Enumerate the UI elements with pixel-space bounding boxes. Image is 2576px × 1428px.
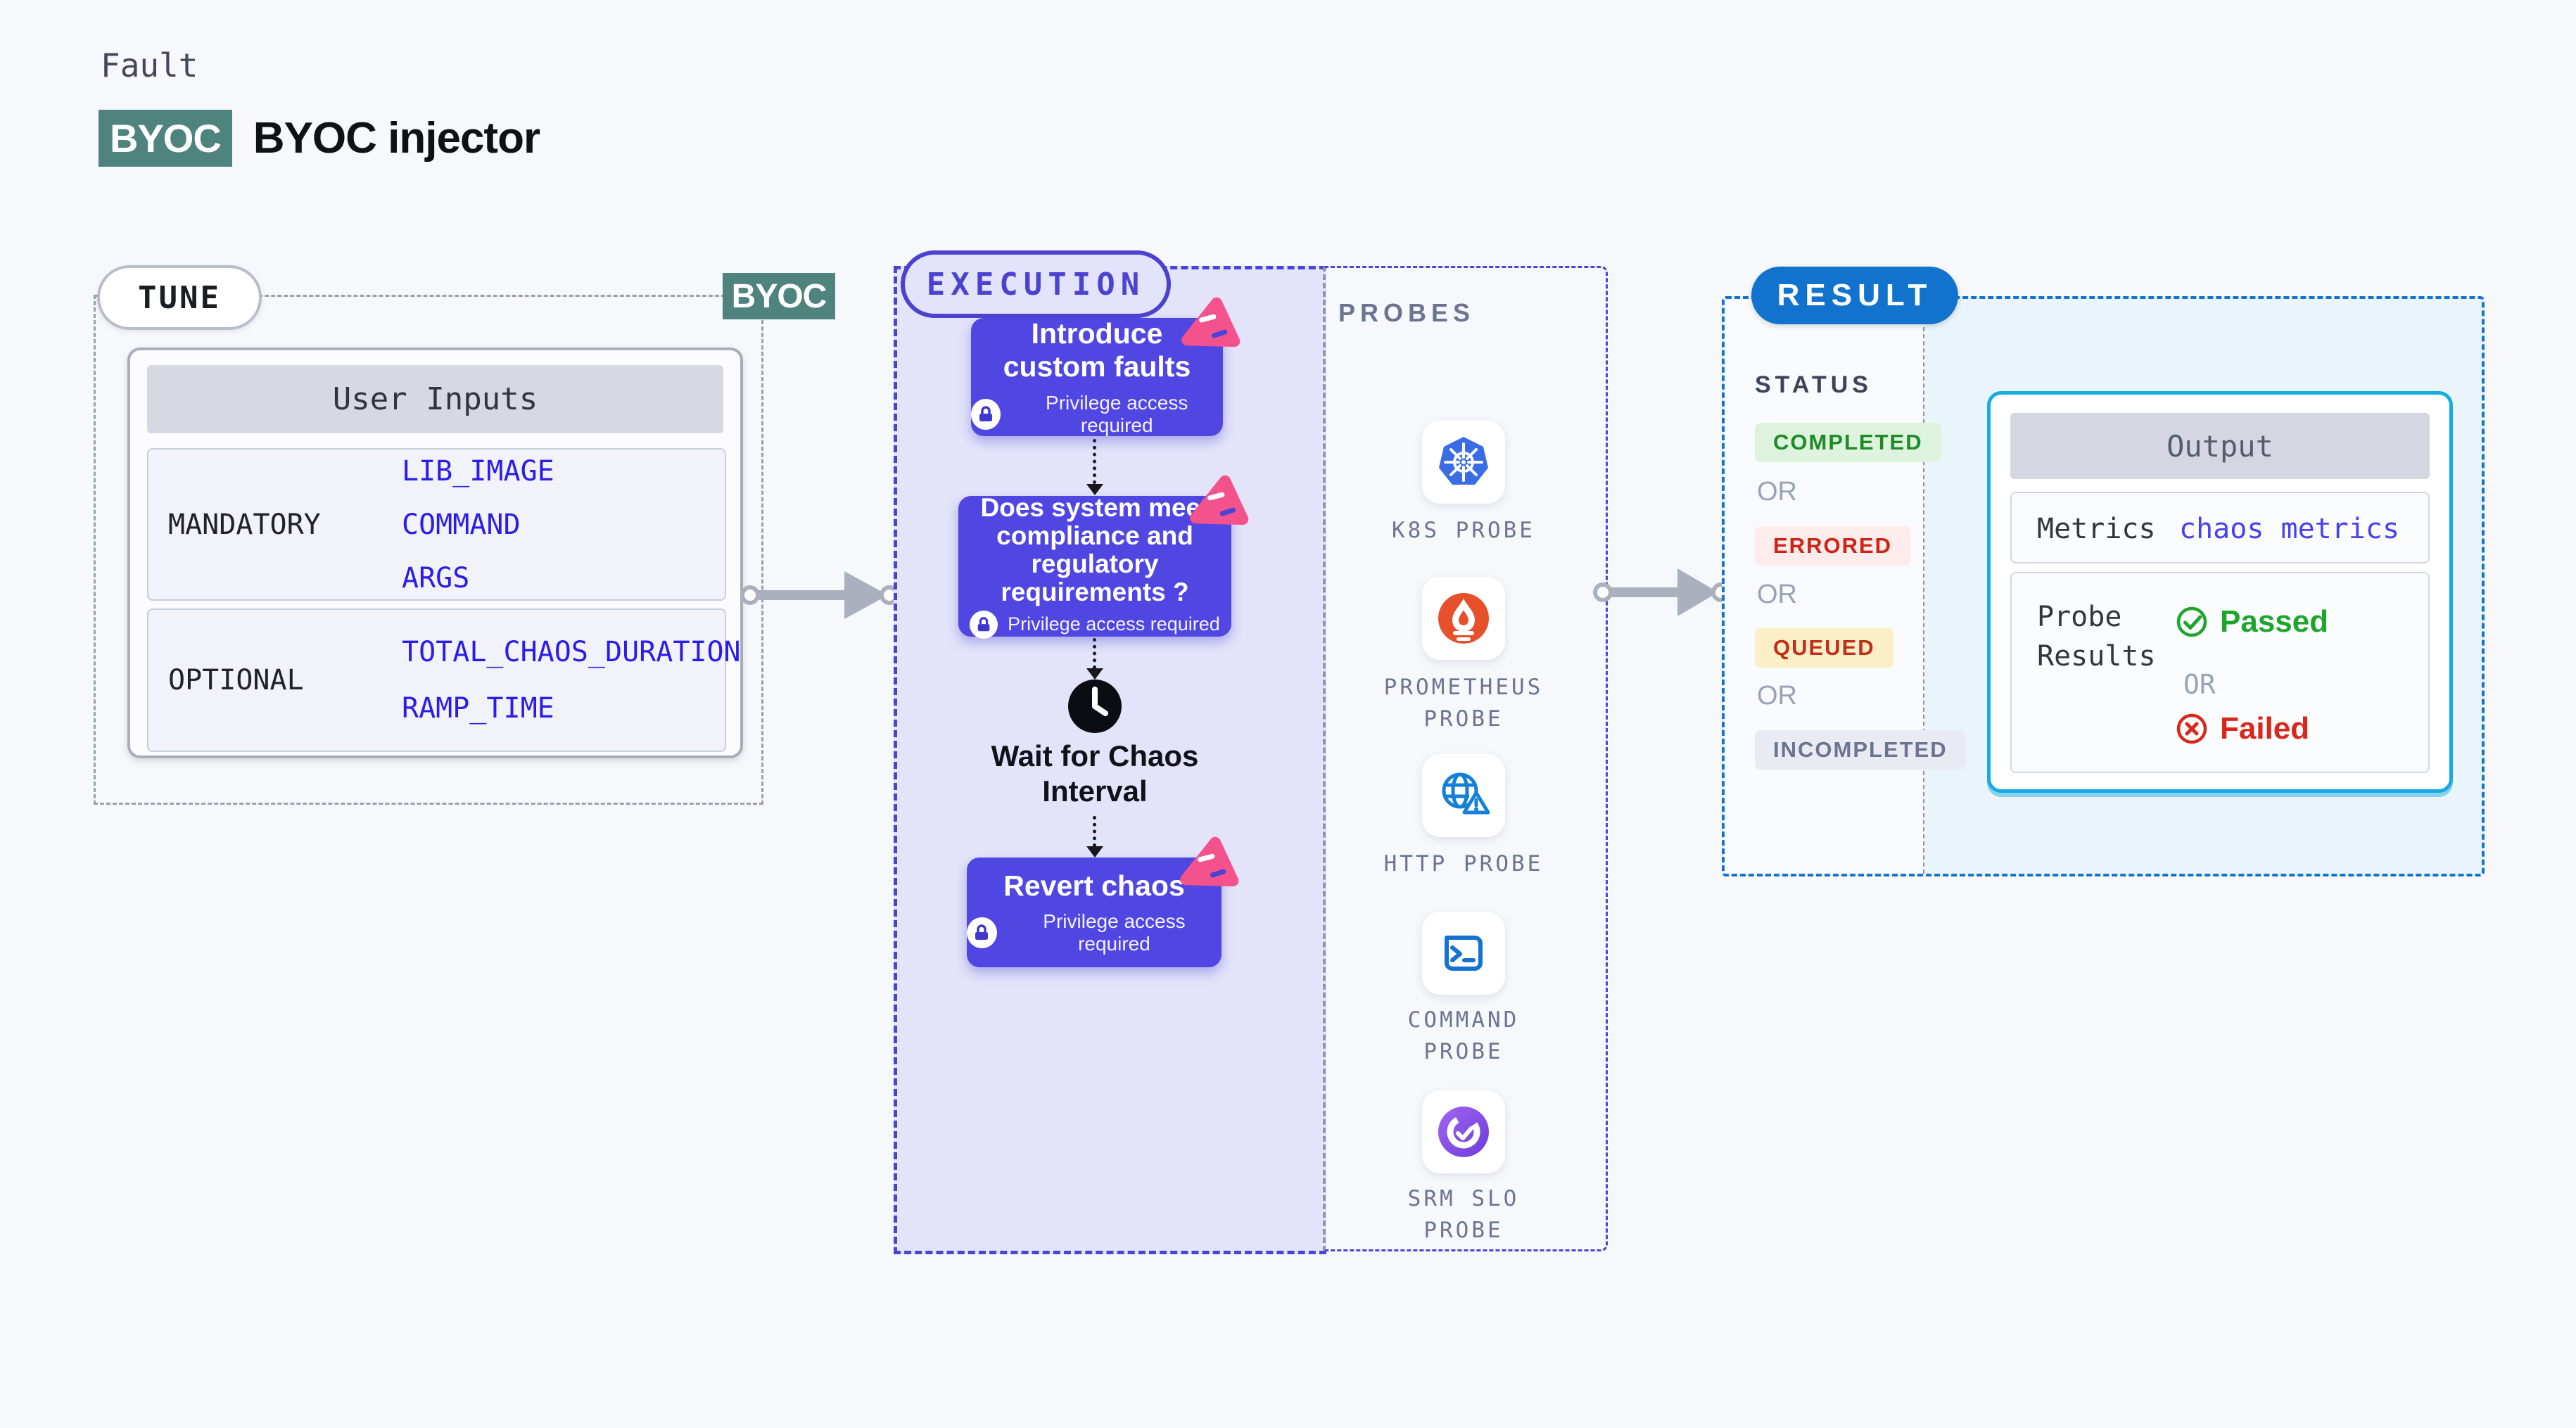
result-label-pill: RESULT [1751,267,1958,324]
flow-arrowhead [1086,668,1103,680]
output-header: Output [2010,413,2430,479]
input-lib-image: LIB_IMAGE [402,454,554,487]
terminal-icon [1445,936,1483,971]
output-card: Output Metrics chaos metrics Probe Resul… [1987,391,2453,793]
probes-section-box [1323,266,1608,1251]
step-title: Introduce custom faults [1003,317,1191,383]
fault-kicker: Fault [101,46,198,84]
step-introduce-faults: Introduce custom faults Privilege access… [971,297,1241,437]
prometheus-probe-card [1422,577,1505,660]
tune-to-execution-arrow [740,571,899,619]
mandatory-label: MANDATORY [168,508,321,541]
status-badge-completed: COMPLETED [1755,423,1941,462]
byoc-badge: BYOC [99,110,232,167]
k8s-probe-card [1422,421,1505,504]
status-badge-errored: ERRORED [1755,526,1911,566]
input-ramp-time: RAMP_TIME [402,692,554,725]
probes-label: PROBES [1338,298,1476,327]
privilege-note: Privilege access required [1043,910,1186,955]
command-probe-label: COMMAND PROBE [1407,1007,1520,1064]
flow-connector [1093,638,1096,669]
globe-warning-icon [1442,772,1490,815]
prometheus-probe-label: PROMETHEUS PROBE [1383,675,1544,732]
prometheus-icon [1438,593,1489,644]
mandatory-row: MANDATORY LIB_IMAGE COMMAND ARGS [147,448,726,601]
kubernetes-icon [1439,437,1488,485]
tune-section-box [94,295,763,805]
status-badge-queued: QUEUED [1755,628,1893,668]
page-title: BYOC injector [253,114,540,162]
probe-results-row: Probe Results Passed OR Failed [2010,572,2430,773]
http-probe-label: HTTP PROBE [1383,851,1544,876]
input-command: COMMAND [402,508,521,541]
check-circle-icon [2176,606,2207,637]
clock-icon [1067,678,1123,734]
passed-label: Passed [2220,604,2329,639]
execution-to-result-arrow [1593,568,1731,616]
user-inputs-card: User Inputs MANDATORY LIB_IMAGE COMMAND … [127,348,743,758]
metrics-value: chaos metrics [2179,513,2400,545]
optional-row: OPTIONAL TOTAL_CHAOS_DURATION RAMP_TIME [147,608,741,752]
step-title: Does system meet compliance and regulato… [980,493,1210,606]
flow-connector [1093,439,1096,484]
srm-slo-probe-card [1422,1090,1505,1173]
privilege-row: Privilege access required [970,610,1220,639]
privilege-row: Privilege access required [971,392,1223,437]
output-or: OR [2183,669,2216,700]
chaos-spark-icon [1190,475,1249,525]
failed-label: Failed [2220,711,2310,746]
page-title-row: BYOC BYOC injector [99,110,540,167]
x-circle-icon [2176,713,2207,744]
privilege-note: Privilege access required [1008,613,1220,635]
step-compliance-check: Does system meet compliance and regulato… [958,475,1249,639]
status-panel: STATUS COMPLETED OR ERRORED OR QUEUED OR… [1725,299,1966,874]
slo-gauge-icon [1438,1107,1489,1157]
status-label: STATUS [1755,371,1872,398]
chaos-spark-icon [1181,297,1241,348]
failed-line: Failed [2175,711,2309,746]
lock-icon [967,917,997,949]
execution-label-pill: EXECUTION [901,250,1171,318]
privilege-note: Privilege access required [1046,391,1188,436]
optional-label: OPTIONAL [168,664,304,696]
flow-connector [1093,816,1096,847]
byoc-tag: BYOC [723,273,835,319]
metrics-label: Metrics [2037,513,2156,545]
http-probe-card [1422,754,1505,837]
tune-label-pill: TUNE [97,265,262,330]
flow-arrowhead [1086,484,1103,495]
lock-icon [970,610,998,639]
input-args: ARGS [402,561,470,594]
flow-arrowhead [1086,846,1103,858]
step-revert-chaos: Revert chaos Privilege access required [967,836,1239,967]
command-probe-card [1422,912,1505,995]
probe-results-label: Probe Results [2037,601,2156,672]
wait-step-label: Wait for Chaos Interval [991,739,1199,808]
input-total-chaos-duration: TOTAL_CHAOS_DURATION [402,636,741,668]
step-title: Revert chaos [1003,869,1185,902]
status-badge-incompleted: INCOMPLETED [1755,730,1966,770]
user-inputs-header: User Inputs [147,365,723,433]
k8s-probe-label: K8S PROBE [1392,518,1535,543]
privilege-row: Privilege access required [967,910,1222,955]
passed-line: Passed [2175,604,2328,639]
chaos-spark-icon [1180,836,1239,887]
execution-section-box [894,266,1326,1254]
status-or: OR [1757,681,1797,710]
lock-icon [971,398,1001,430]
status-or: OR [1757,477,1797,506]
srm-slo-probe-label: SRM SLO PROBE [1407,1186,1520,1243]
status-or: OR [1757,580,1797,609]
metrics-row: Metrics chaos metrics [2010,492,2430,563]
